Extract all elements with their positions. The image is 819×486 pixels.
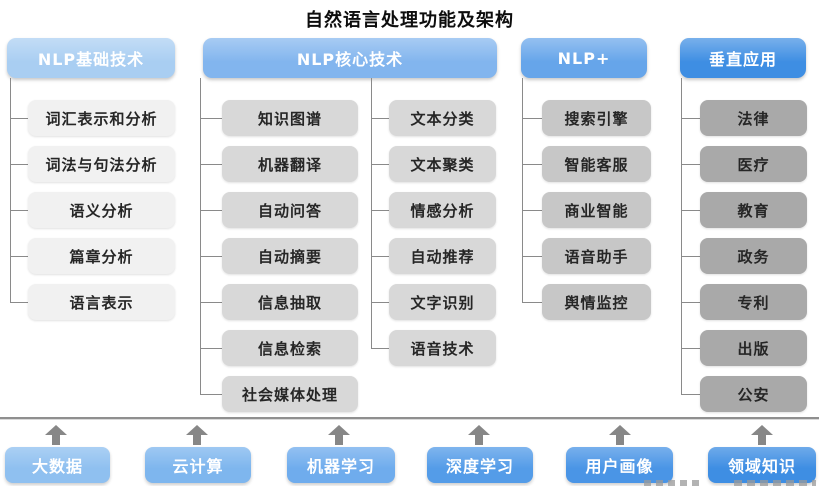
connector-row: 商业智能 <box>522 192 651 228</box>
connector-trunk <box>371 78 372 348</box>
connector-row: 情感分析 <box>371 192 496 228</box>
header-nlp-core-tech: NLP核心技术 <box>203 38 497 78</box>
connector-row: 搜索引擎 <box>522 100 651 136</box>
connector-row: 智能客服 <box>522 146 651 182</box>
connector-row: 自动问答 <box>200 192 358 228</box>
connector-row: 法律 <box>681 100 807 136</box>
node-search-engine: 搜索引擎 <box>542 100 651 136</box>
connector-row: 舆情监控 <box>522 284 651 320</box>
connector-row: 自动推荐 <box>371 238 496 274</box>
foundation-deep-learning: 深度学习 <box>427 447 533 483</box>
connector-row: 信息抽取 <box>200 284 358 320</box>
foundation-domain-knowledge: 领域知识 <box>708 447 816 483</box>
node-semantic-analysis: 语义分析 <box>28 192 175 228</box>
connector-row: 文本聚类 <box>371 146 496 182</box>
node-government: 政务 <box>700 238 807 274</box>
connector-row: 出版 <box>681 330 807 366</box>
node-business-intelligence: 商业智能 <box>542 192 651 228</box>
connector-row: 语音技术 <box>371 330 496 366</box>
connector-row: 公安 <box>681 376 807 412</box>
separator-line <box>0 417 819 420</box>
node-morphology-syntax: 词法与句法分析 <box>28 146 175 182</box>
node-law: 法律 <box>700 100 807 136</box>
connector-row: 医疗 <box>681 146 807 182</box>
connector-trunk <box>10 78 11 302</box>
connector-row: 文本分类 <box>371 100 496 136</box>
node-auto-summarization: 自动摘要 <box>222 238 358 274</box>
node-speech-technology: 语音技术 <box>389 330 496 366</box>
node-language-representation: 语言表示 <box>28 284 175 320</box>
node-public-opinion-monitoring: 舆情监控 <box>542 284 651 320</box>
node-publishing: 出版 <box>700 330 807 366</box>
node-medical: 医疗 <box>700 146 807 182</box>
connector-row: 社会媒体处理 <box>200 376 358 412</box>
node-machine-translation: 机器翻译 <box>222 146 358 182</box>
column-nlp-core-right-items: 文本分类 文本聚类 情感分析 自动推荐 文字识别 语音技术 <box>371 78 496 376</box>
header-nlp-basic-tech: NLP基础技术 <box>7 38 175 78</box>
watermark-fragment <box>644 480 702 486</box>
column-nlp-basic-items: 词汇表示和分析 词法与句法分析 语义分析 篇章分析 语言表示 <box>10 78 175 330</box>
node-question-answering: 自动问答 <box>222 192 358 228</box>
up-arrow-icon <box>468 425 490 445</box>
node-text-clustering: 文本聚类 <box>389 146 496 182</box>
node-lexical-representation: 词汇表示和分析 <box>28 100 175 136</box>
node-smart-customer-service: 智能客服 <box>542 146 651 182</box>
diagram-title: 自然语言处理功能及架构 <box>305 10 514 31</box>
column-vertical-apps-items: 法律 医疗 教育 政务 专利 出版 公安 <box>681 78 807 422</box>
connector-row: 知识图谱 <box>200 100 358 136</box>
watermark-fragment <box>734 480 816 486</box>
foundation-cloud-computing: 云计算 <box>145 447 251 483</box>
connector-row: 专利 <box>681 284 807 320</box>
node-public-security: 公安 <box>700 376 807 412</box>
node-text-classification: 文本分类 <box>389 100 496 136</box>
node-discourse-analysis: 篇章分析 <box>28 238 175 274</box>
node-patent: 专利 <box>700 284 807 320</box>
connector-trunk <box>200 78 201 394</box>
column-nlp-plus-items: 搜索引擎 智能客服 商业智能 语音助手 舆情监控 <box>522 78 651 330</box>
node-information-retrieval: 信息检索 <box>222 330 358 366</box>
up-arrow-icon <box>609 425 631 445</box>
connector-row: 语音助手 <box>522 238 651 274</box>
foundation-big-data: 大数据 <box>5 447 110 483</box>
column-nlp-core-left-items: 知识图谱 机器翻译 自动问答 自动摘要 信息抽取 信息检索 社会媒体处理 <box>200 78 358 422</box>
connector-row: 政务 <box>681 238 807 274</box>
up-arrow-icon <box>186 425 208 445</box>
node-auto-recommendation: 自动推荐 <box>389 238 496 274</box>
node-information-extraction: 信息抽取 <box>222 284 358 320</box>
connector-row: 词法与句法分析 <box>10 146 175 182</box>
up-arrow-icon <box>328 425 350 445</box>
connector-row: 教育 <box>681 192 807 228</box>
node-education: 教育 <box>700 192 807 228</box>
connector-row: 语义分析 <box>10 192 175 228</box>
connector-row: 机器翻译 <box>200 146 358 182</box>
connector-row: 篇章分析 <box>10 238 175 274</box>
connector-trunk <box>681 78 682 394</box>
foundation-user-profile: 用户画像 <box>566 447 673 483</box>
connector-row: 信息检索 <box>200 330 358 366</box>
connector-row: 自动摘要 <box>200 238 358 274</box>
connector-row: 词汇表示和分析 <box>10 100 175 136</box>
up-arrow-icon <box>45 425 67 445</box>
connector-row: 语言表示 <box>10 284 175 320</box>
node-ocr: 文字识别 <box>389 284 496 320</box>
up-arrow-icon <box>751 425 773 445</box>
header-vertical-apps: 垂直应用 <box>680 38 806 78</box>
connector-row: 文字识别 <box>371 284 496 320</box>
foundation-machine-learning: 机器学习 <box>287 447 395 483</box>
node-social-media-processing: 社会媒体处理 <box>222 376 358 412</box>
node-knowledge-graph: 知识图谱 <box>222 100 358 136</box>
connector-trunk <box>522 78 523 302</box>
node-sentiment-analysis: 情感分析 <box>389 192 496 228</box>
node-voice-assistant: 语音助手 <box>542 238 651 274</box>
header-nlp-plus: NLP+ <box>521 38 647 78</box>
